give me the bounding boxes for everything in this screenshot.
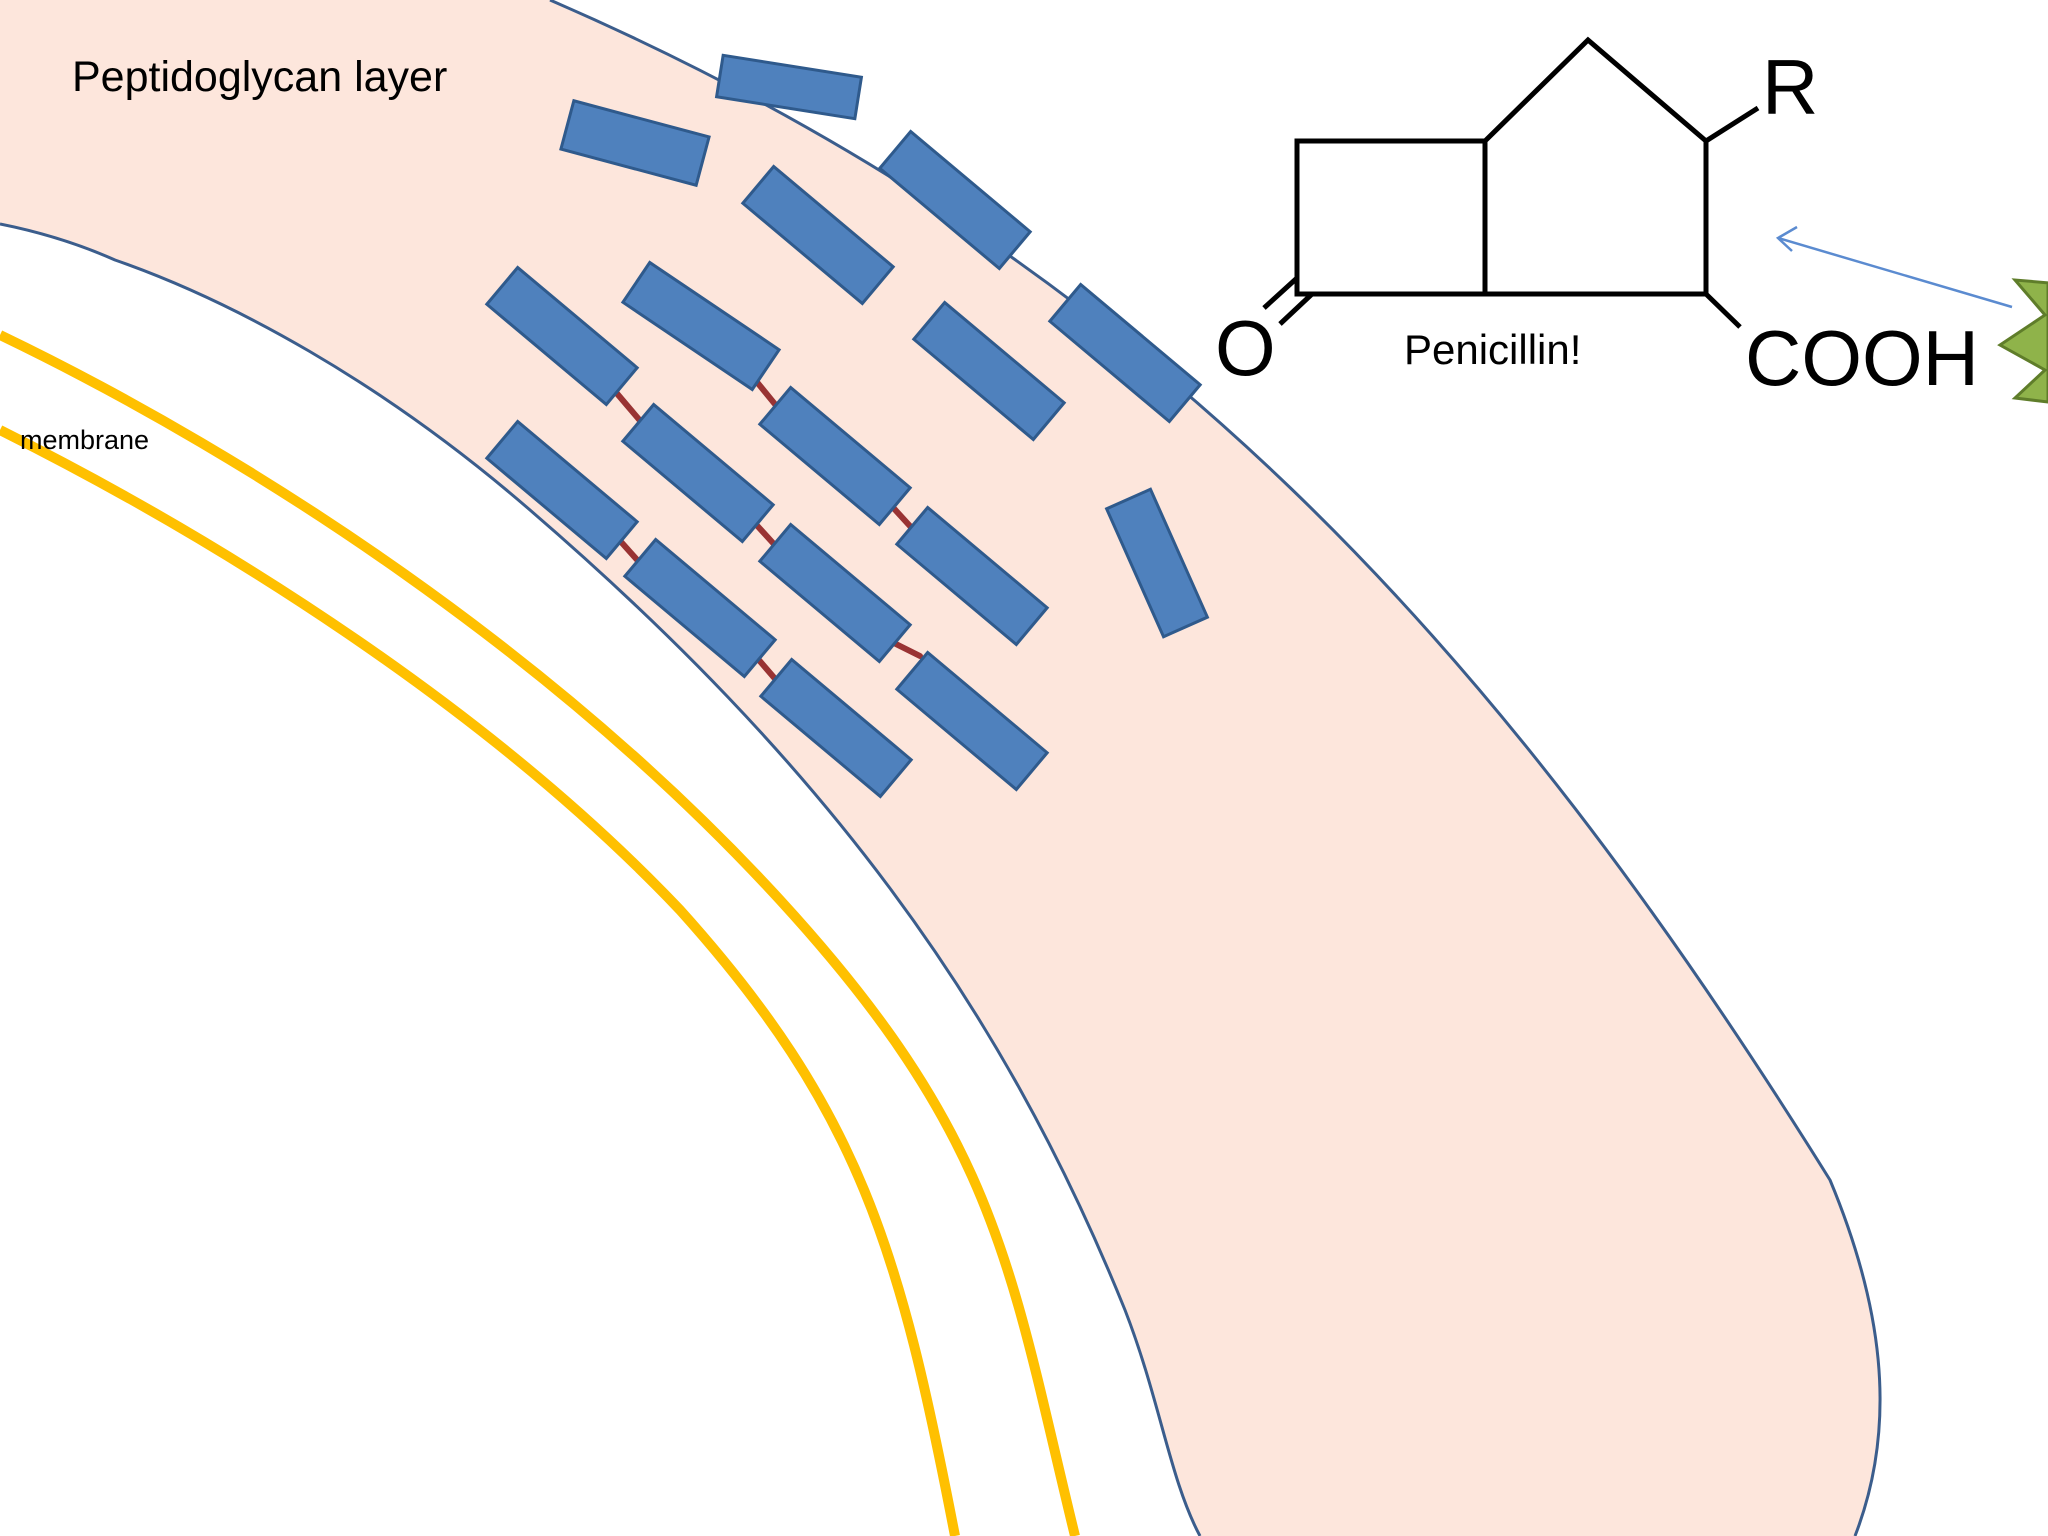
thiazolidine-ring bbox=[1483, 36, 1709, 297]
r-group-label: R bbox=[1762, 43, 1818, 131]
glycan-brick bbox=[620, 260, 782, 392]
glycan-brick bbox=[1104, 487, 1210, 639]
beta-lactam-ring bbox=[1294, 138, 1485, 297]
glycan-brick bbox=[757, 522, 913, 664]
glycan-brick bbox=[620, 402, 776, 544]
glycan-brick bbox=[758, 657, 914, 799]
glycan-brick bbox=[484, 419, 640, 561]
glycan-brick bbox=[740, 164, 896, 306]
membrane-outer-line bbox=[0, 330, 1080, 1536]
glycan-brick bbox=[894, 650, 1050, 792]
glycan-brick bbox=[877, 129, 1033, 271]
membrane-label: membrane bbox=[20, 425, 149, 455]
glycan-brick bbox=[757, 385, 913, 527]
carbonyl-bond-2 bbox=[1278, 292, 1314, 326]
penicillin-label: Penicillin! bbox=[1404, 326, 1581, 373]
glycan-brick bbox=[911, 300, 1067, 442]
oxygen-label: O bbox=[1215, 304, 1276, 392]
glycan-brick bbox=[559, 98, 711, 188]
glycan-brick bbox=[894, 505, 1050, 647]
glycan-brick bbox=[1047, 282, 1203, 424]
green-star-shape bbox=[1997, 278, 2048, 404]
r-bond bbox=[1704, 105, 1760, 144]
carbonyl-bond-1 bbox=[1262, 276, 1299, 310]
cooh-label: COOH bbox=[1745, 314, 1979, 402]
peptidoglycan-bricks bbox=[484, 53, 1210, 799]
cooh-bond bbox=[1704, 292, 1742, 329]
glycan-brick bbox=[622, 537, 778, 679]
arrow-to-penicillin bbox=[1775, 225, 2013, 309]
membrane-inner-line bbox=[0, 425, 960, 1536]
peptidoglycan-band bbox=[0, 0, 1881, 1536]
penicillin-structure bbox=[1262, 36, 1760, 329]
inner-boundary-line bbox=[0, 222, 1202, 1536]
glycan-brick bbox=[484, 265, 640, 407]
peptidoglycan-layer-label: Peptidoglycan layer bbox=[72, 53, 447, 101]
glycan-brick bbox=[714, 53, 864, 121]
